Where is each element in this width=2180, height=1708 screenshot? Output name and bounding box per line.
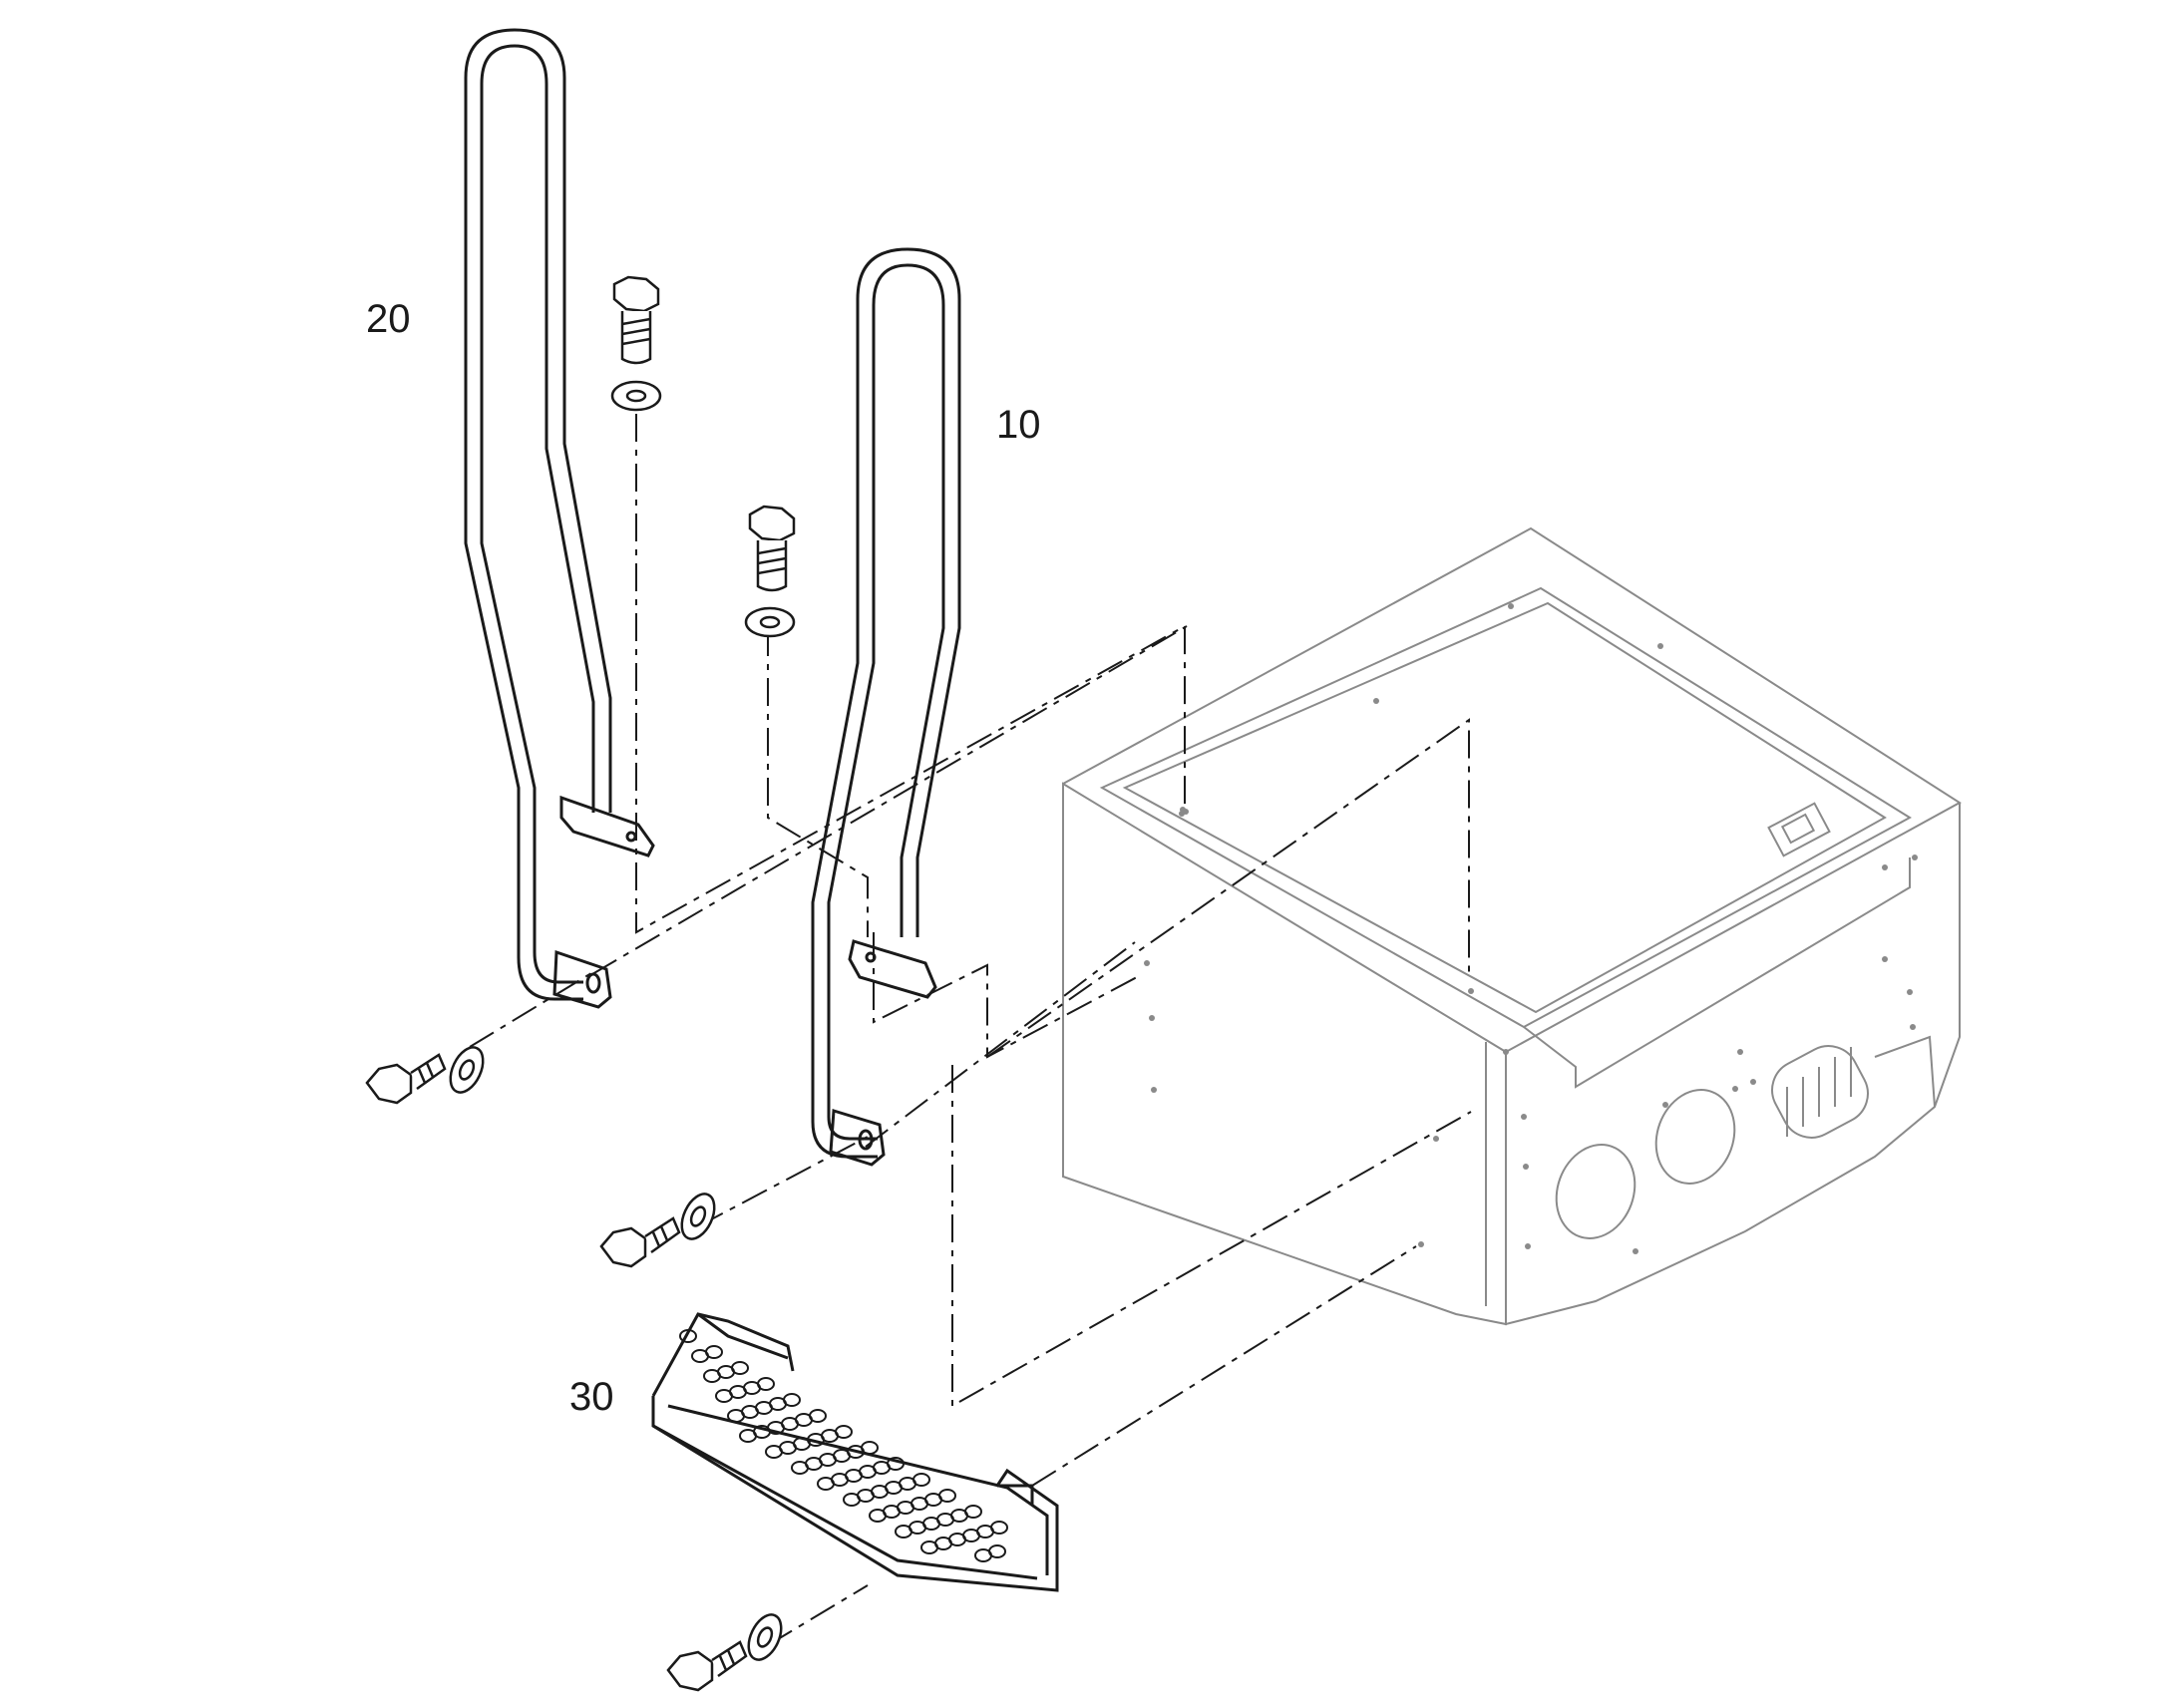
step-hole	[739, 1429, 757, 1443]
step-hole	[727, 1409, 745, 1423]
bolt-horizontal-2	[599, 1193, 716, 1268]
step-hole	[679, 1329, 697, 1343]
grab-handle-10	[811, 247, 961, 1167]
step-hole	[691, 1349, 709, 1363]
step-hole	[869, 1509, 887, 1523]
bolt-horizontal-3	[666, 1613, 783, 1692]
step-hole	[765, 1445, 783, 1459]
assembly-lines	[469, 414, 1472, 1646]
housing	[1062, 526, 1962, 1326]
callout-10: 10	[996, 403, 1041, 447]
step-hole	[715, 1389, 733, 1403]
bolt-vertical-2	[744, 505, 796, 638]
step-hole	[843, 1493, 861, 1507]
step-hole	[791, 1461, 809, 1475]
grab-handle-20	[464, 28, 655, 1009]
callout-30: 30	[569, 1375, 614, 1419]
step-hole	[703, 1369, 721, 1383]
bolt-horizontal-1	[365, 1046, 485, 1105]
step-hole	[895, 1525, 912, 1538]
bolt-vertical-1	[610, 275, 662, 412]
step-plate-30	[651, 1312, 1059, 1592]
step-hole	[920, 1540, 938, 1554]
step-hole	[974, 1548, 992, 1562]
fasteners	[365, 275, 796, 1692]
step-hole	[817, 1477, 835, 1491]
callout-20: 20	[366, 297, 411, 341]
step-holes	[679, 1329, 1008, 1562]
